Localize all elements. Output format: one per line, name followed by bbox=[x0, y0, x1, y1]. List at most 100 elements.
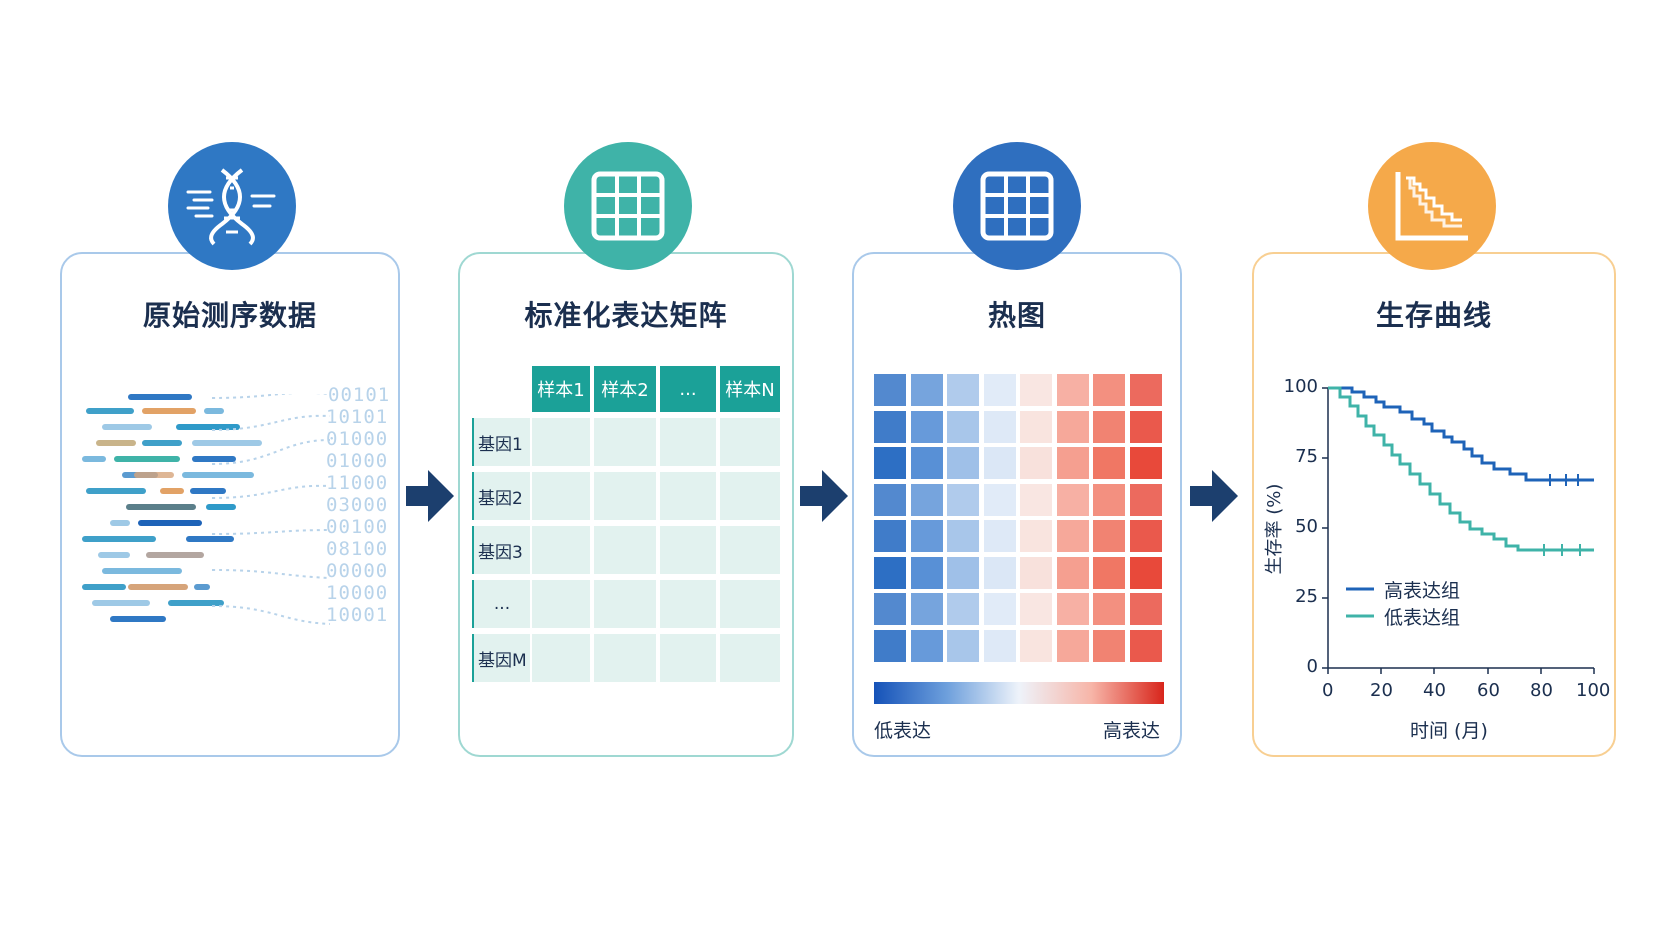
matrix-column-header: 样本N bbox=[720, 366, 780, 412]
matrix-column-header: ... bbox=[660, 366, 716, 412]
heatmap-cell bbox=[1020, 410, 1052, 443]
binary-line: 00000 bbox=[326, 560, 389, 582]
heatmap-cell bbox=[983, 483, 1016, 516]
heatmap-cell bbox=[1129, 447, 1162, 479]
heatmap-cell bbox=[1129, 556, 1162, 589]
binary-line: 10000 bbox=[326, 582, 389, 604]
heatmap-cell bbox=[910, 629, 943, 662]
heatmap-cell bbox=[910, 410, 943, 443]
heatmap-color-scale bbox=[874, 682, 1164, 704]
heatmap-cell bbox=[1056, 629, 1089, 662]
dna-icon bbox=[168, 142, 296, 270]
heatmap-cell bbox=[910, 520, 943, 552]
heatmap-cell bbox=[1093, 410, 1125, 443]
heatmap-cell bbox=[910, 447, 943, 479]
raw-data-title: 原始测序数据 bbox=[142, 299, 317, 332]
grid-icon bbox=[953, 142, 1081, 270]
heatmap-cell bbox=[1093, 629, 1125, 662]
heatmap-cell bbox=[983, 629, 1016, 662]
binary-line: 01000 bbox=[326, 450, 389, 472]
matrix-column-header: 样本2 bbox=[594, 366, 656, 412]
heatmap-cell bbox=[874, 374, 906, 406]
survival-plot bbox=[1322, 386, 1595, 674]
high-expression-curve bbox=[1328, 386, 1594, 482]
heatmap-cell bbox=[947, 593, 979, 625]
y-tick-label: 0 bbox=[1306, 656, 1318, 677]
binary-line: 11000 bbox=[326, 472, 389, 494]
heatmap-cell bbox=[910, 483, 943, 516]
heatmap-cell bbox=[1056, 374, 1089, 406]
raw-data-card: 原始测序数据 bbox=[60, 252, 400, 757]
x-axis-label: 时间 (月) bbox=[1410, 720, 1488, 742]
x-tick-label: 40 bbox=[1423, 680, 1446, 701]
survival-chart-icon bbox=[1368, 142, 1496, 270]
y-tick-label: 50 bbox=[1295, 516, 1318, 537]
matrix-title: 标准化表达矩阵 bbox=[524, 299, 728, 332]
low-expression-curve bbox=[1328, 386, 1594, 552]
heatmap-cell bbox=[947, 520, 979, 552]
matrix-column-header: 样本1 bbox=[532, 366, 590, 412]
heatmap-cell bbox=[1020, 520, 1052, 552]
survival-title: 生存曲线 bbox=[1375, 299, 1492, 332]
heatmap-cell bbox=[874, 556, 906, 589]
heatmap-cell bbox=[1056, 556, 1089, 589]
heatmap-cell bbox=[1129, 629, 1162, 662]
matrix-row-header: 基因2 bbox=[472, 472, 530, 520]
heatmap-cell bbox=[983, 447, 1016, 479]
matrix-row-header: 基因3 bbox=[472, 526, 530, 574]
binary-line: 01000 bbox=[326, 428, 389, 450]
legend-low-expression: 低表达组 bbox=[1384, 607, 1461, 629]
heatmap-cell bbox=[1020, 483, 1052, 516]
heatmap-cell bbox=[1129, 593, 1162, 625]
matrix-row-header: 基因1 bbox=[472, 418, 530, 466]
flow-arrow bbox=[406, 470, 454, 522]
heatmap-cell bbox=[1020, 556, 1052, 589]
heatmap-title: 热图 bbox=[987, 299, 1046, 332]
heatmap-cell bbox=[1129, 374, 1162, 406]
y-axis-label: 生存率 (%) bbox=[1264, 483, 1285, 575]
x-tick-label: 60 bbox=[1477, 680, 1500, 701]
y-tick-label: 25 bbox=[1295, 586, 1318, 607]
heatmap-cell bbox=[1093, 447, 1125, 479]
heatmap-cell bbox=[874, 410, 906, 443]
heatmap-card: 热图 低表达 高表达 bbox=[852, 252, 1182, 757]
heatmap-cell bbox=[1093, 483, 1125, 516]
binary-line: 10101 bbox=[326, 406, 389, 428]
heatmap-cell bbox=[983, 593, 1016, 625]
heatmap-cell bbox=[874, 593, 906, 625]
x-tick-label: 0 bbox=[1322, 680, 1334, 701]
heatmap-cell bbox=[1056, 447, 1089, 479]
binary-line: 08100 bbox=[326, 538, 389, 560]
sequence-reads bbox=[82, 394, 382, 654]
y-tick-label: 75 bbox=[1295, 446, 1318, 467]
binary-line: 10001 bbox=[326, 604, 389, 626]
y-tick-label: 100 bbox=[1283, 376, 1318, 397]
heatmap-cell bbox=[983, 520, 1016, 552]
heatmap-cell bbox=[910, 374, 943, 406]
flow-arrow bbox=[1190, 470, 1238, 522]
matrix-row-header: ... bbox=[472, 580, 530, 628]
heatmap-cell bbox=[947, 483, 979, 516]
heatmap-grid bbox=[874, 374, 1164, 664]
matrix-row-header: 基因M bbox=[472, 634, 530, 682]
heatmap-cell bbox=[910, 556, 943, 589]
survival-card: 生存曲线 100 75 50 25 0 0 20 40 60 80 100 时间… bbox=[1252, 252, 1616, 757]
heatmap-cell bbox=[910, 593, 943, 625]
heatmap-cell bbox=[1056, 520, 1089, 552]
heatmap-cell bbox=[1093, 374, 1125, 406]
legend-high-expression: 高表达组 bbox=[1384, 580, 1461, 602]
x-tick-label: 80 bbox=[1530, 680, 1553, 701]
heatmap-cell bbox=[874, 447, 906, 479]
heatmap-cell bbox=[1020, 447, 1052, 479]
heatmap-cell bbox=[874, 629, 906, 662]
heatmap-cell bbox=[1056, 483, 1089, 516]
heatmap-cell bbox=[947, 629, 979, 662]
binary-line: 03000 bbox=[326, 494, 389, 516]
heatmap-cell bbox=[1129, 483, 1162, 516]
heatmap-cell bbox=[1129, 410, 1162, 443]
heatmap-cell bbox=[1020, 593, 1052, 625]
heatmap-cell bbox=[1093, 593, 1125, 625]
data-flow-lines bbox=[212, 394, 331, 625]
binary-line: 00100 bbox=[326, 516, 389, 538]
heatmap-cell bbox=[947, 374, 979, 406]
